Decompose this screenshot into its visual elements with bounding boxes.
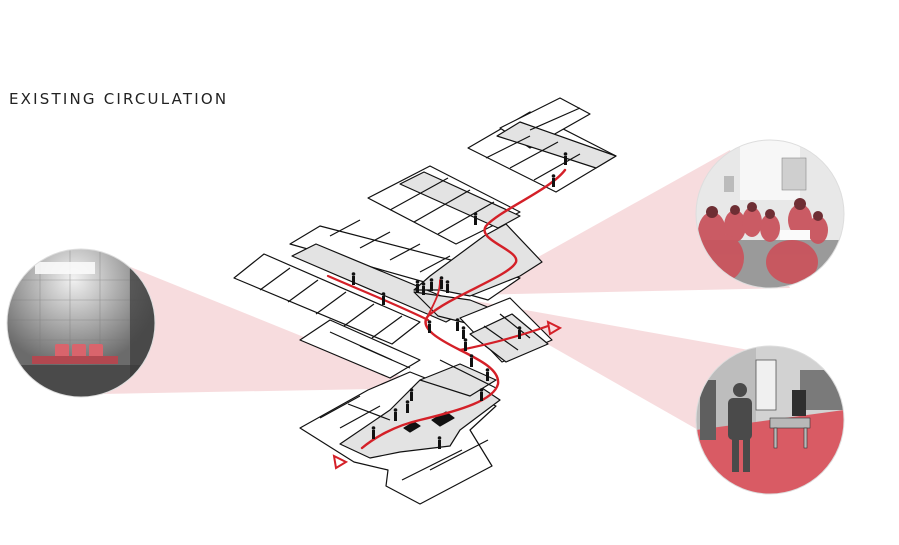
person-figure — [429, 278, 434, 291]
person-figure — [427, 320, 432, 333]
people-figures — [351, 152, 568, 449]
person-figure — [439, 276, 444, 289]
person-figure — [351, 272, 356, 285]
corridor-photo — [696, 346, 844, 494]
person-figure — [461, 326, 466, 339]
person-figure — [469, 354, 474, 367]
person-figure — [409, 388, 414, 401]
wedge-left — [100, 266, 430, 394]
person-figure — [421, 282, 426, 295]
floor-plan — [233, 97, 617, 505]
person-figure — [563, 152, 568, 165]
person-figure — [551, 174, 556, 187]
person-figure — [445, 280, 450, 293]
diagram-title: EXISTING CIRCULATION — [9, 90, 229, 108]
person-figure — [473, 212, 478, 225]
red-bench — [769, 417, 811, 449]
person-figure — [455, 318, 460, 331]
circulation-path — [326, 168, 567, 450]
person-figure — [437, 436, 442, 449]
person-figure — [371, 426, 376, 439]
person-figure — [485, 368, 490, 381]
person-figure — [405, 400, 410, 413]
entrance-marker-left — [332, 454, 349, 470]
group-meeting-photo — [696, 140, 844, 288]
person-figure — [381, 292, 386, 305]
person-figure — [393, 408, 398, 421]
person-figure — [479, 388, 484, 401]
entrance-marker-right — [546, 320, 563, 336]
person-figure — [517, 326, 522, 339]
person-figure — [415, 280, 420, 293]
person-figure — [463, 338, 468, 351]
walking-person — [728, 383, 752, 472]
red-bench — [32, 344, 118, 364]
